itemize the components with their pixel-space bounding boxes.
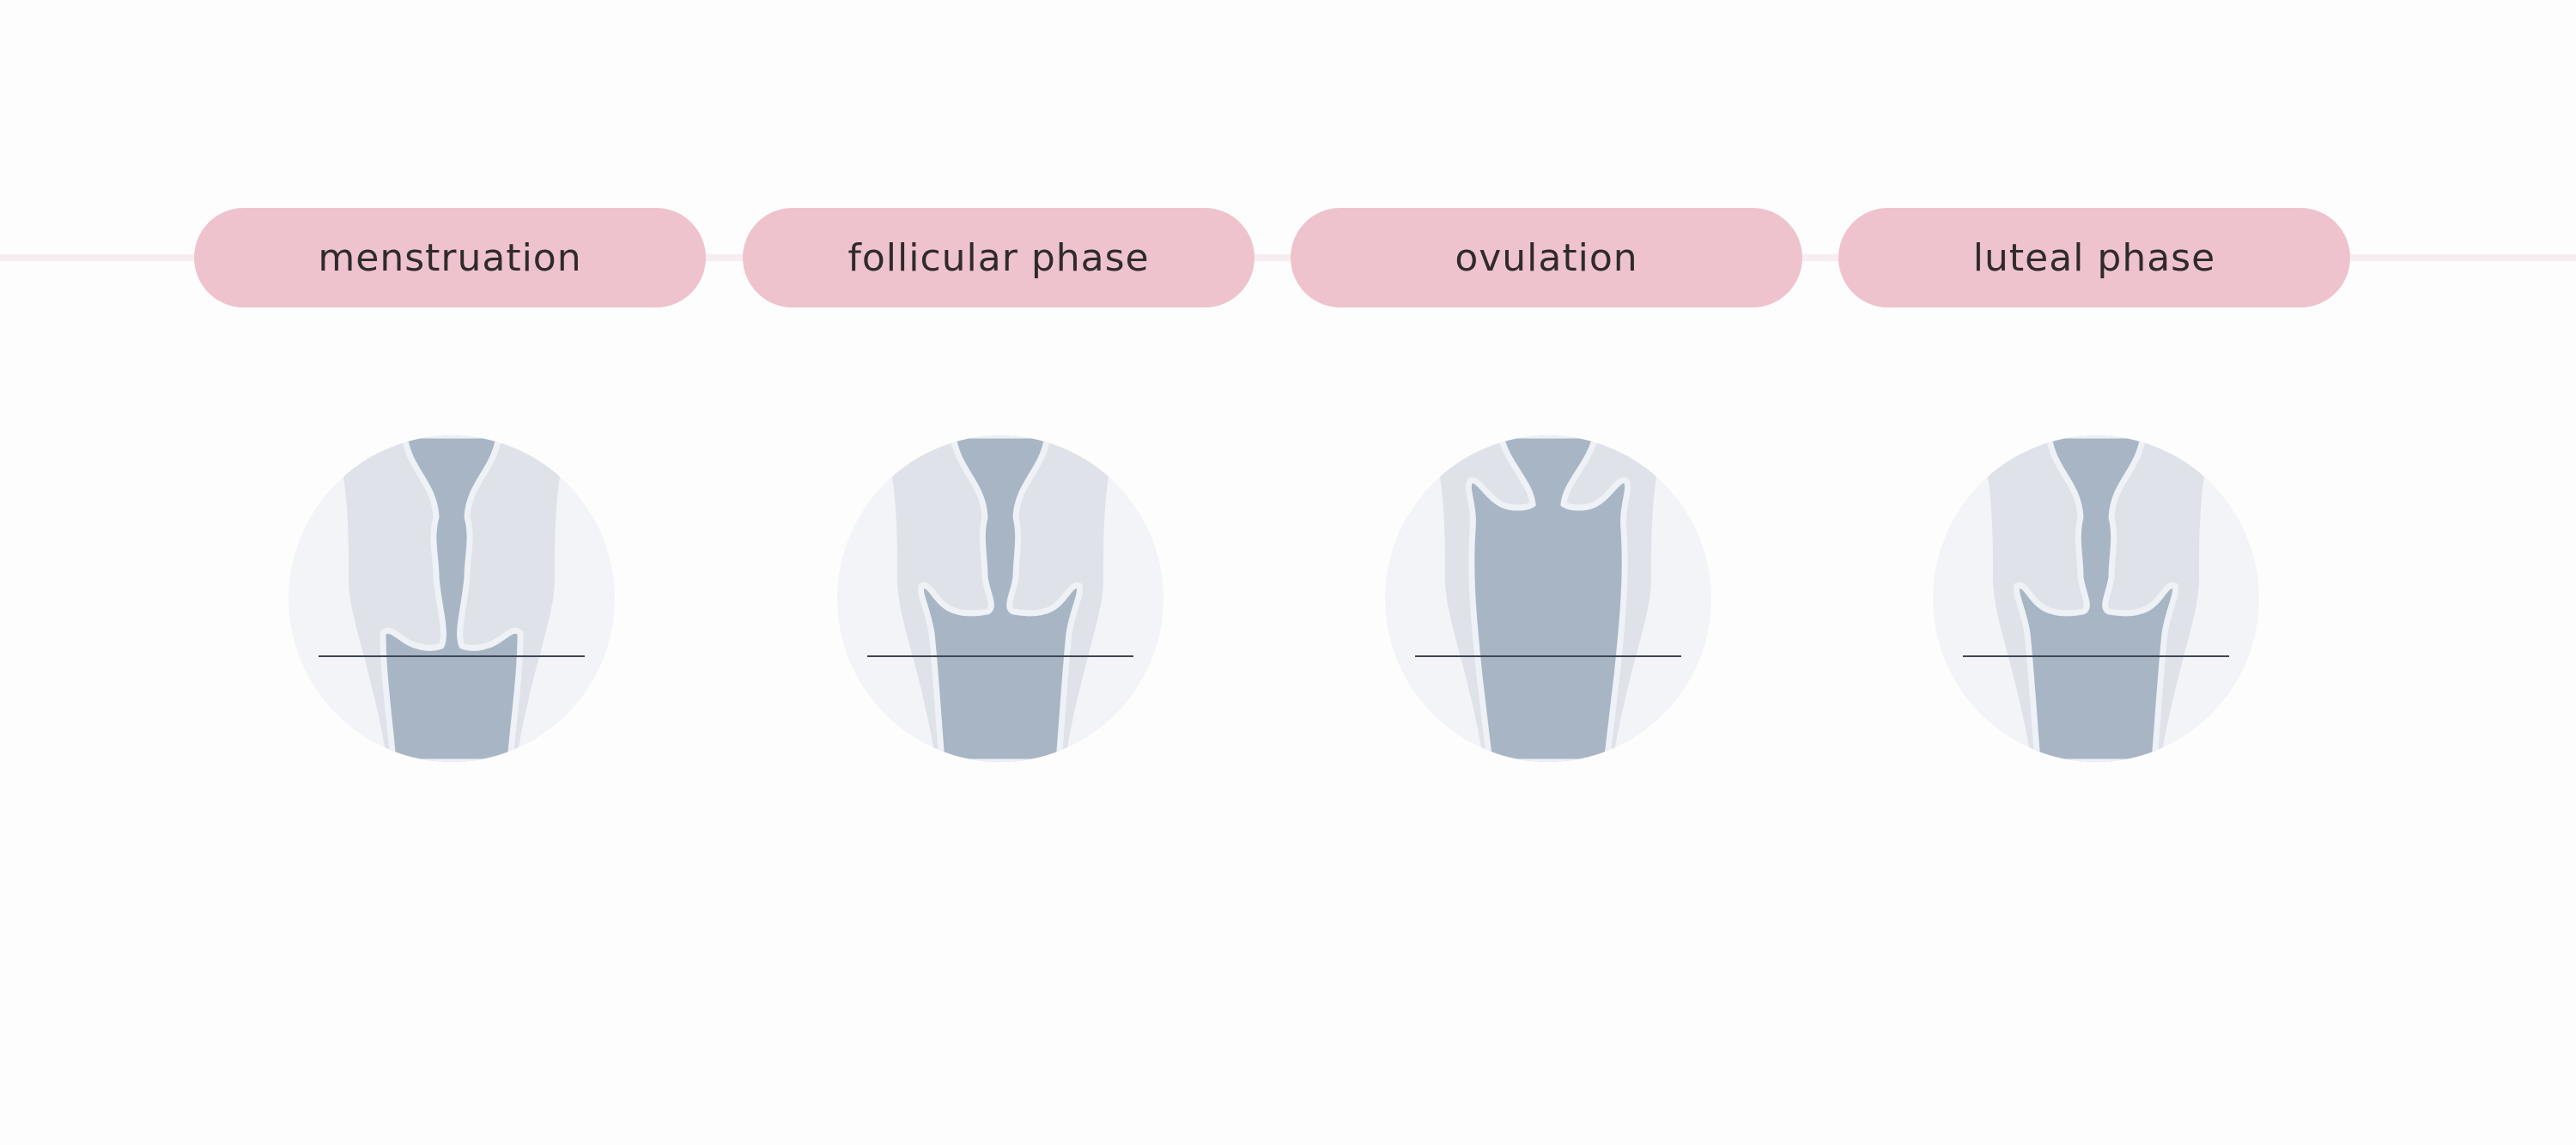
phase-label-pill: ovulation xyxy=(1291,208,1802,308)
phase-label: luteal phase xyxy=(1972,235,2216,280)
phase-label-pill: follicular phase xyxy=(743,208,1255,308)
cervical-canal xyxy=(2013,435,2179,762)
cervix-illustration-ovulation xyxy=(1385,435,1711,762)
cervix-illustration-luteal xyxy=(1933,435,2259,762)
phase-follicular: follicular phase xyxy=(743,208,1258,762)
cervix-illustration-menstruation xyxy=(289,435,615,762)
cervix-illustration-follicular xyxy=(837,435,1163,762)
phase-luteal: luteal phase xyxy=(1838,208,2354,762)
phase-label: ovulation xyxy=(1455,235,1638,280)
phase-label: follicular phase xyxy=(848,235,1150,280)
phase-menstruation: menstruation xyxy=(194,208,709,762)
cervix-svg xyxy=(1385,435,1711,762)
phase-label-pill: luteal phase xyxy=(1838,208,2350,308)
cervix-svg xyxy=(289,435,615,762)
cervix-svg xyxy=(837,435,1163,762)
cervix-svg xyxy=(1933,435,2259,762)
phase-ovulation: ovulation xyxy=(1291,208,1806,762)
phase-label-pill: menstruation xyxy=(194,208,706,308)
cervical-canal xyxy=(380,435,524,762)
cervical-canal xyxy=(1465,435,1631,762)
cervical-canal xyxy=(917,435,1084,762)
phase-label: menstruation xyxy=(318,235,582,280)
timeline-line xyxy=(0,254,2576,261)
